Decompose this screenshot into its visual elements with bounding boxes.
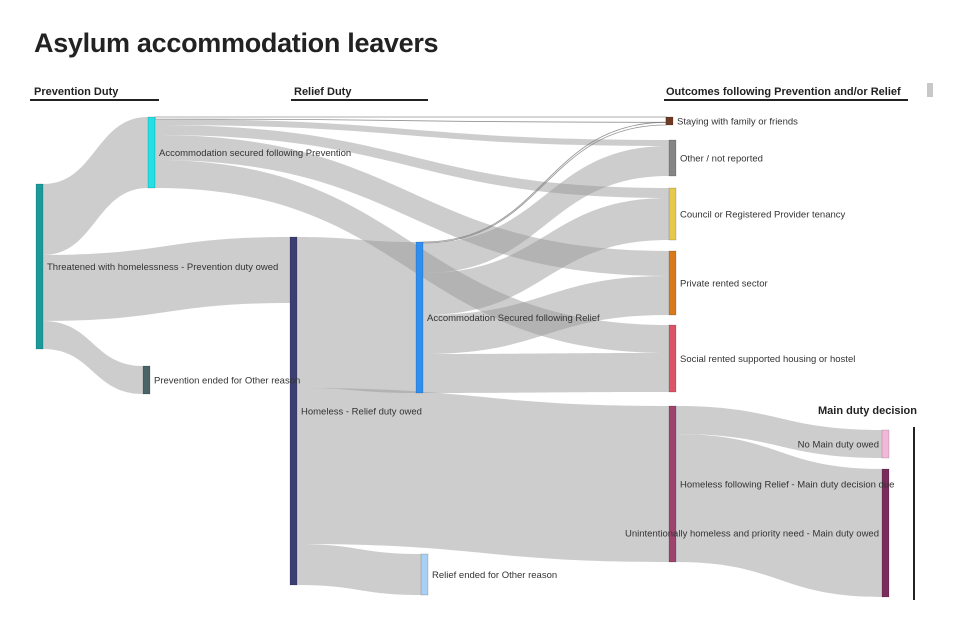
header-underline — [30, 99, 159, 101]
page-title: Asylum accommodation leavers — [34, 28, 439, 58]
sankey-link-E-J[interactable] — [423, 276, 669, 354]
sankey-node-E[interactable] — [415, 241, 424, 394]
sankey-link-D-L[interactable] — [297, 388, 669, 562]
sankey-node-label: Private rented sector — [680, 279, 768, 290]
sankey-node-K[interactable] — [668, 324, 677, 393]
sankey-labels: Threatened with homelessness - Preventio… — [47, 117, 894, 582]
sankey-node-label: Threatened with homelessness - Preventio… — [47, 262, 278, 273]
sankey-link-D-F[interactable] — [297, 544, 421, 595]
sankey-node-label: Relief ended for Other reason — [432, 570, 557, 581]
sankey-node-label: Staying with family or friends — [677, 117, 798, 128]
header-underline — [291, 99, 428, 101]
sankey-link-A-D[interactable] — [43, 237, 290, 321]
sankey-link-E-I[interactable] — [423, 198, 669, 315]
sankey-node-A[interactable] — [35, 183, 44, 350]
sankey-node-D[interactable] — [289, 236, 298, 586]
sankey-link-A-B[interactable] — [43, 117, 148, 255]
sankey-node-label: Other / not reported — [680, 154, 763, 165]
column-header-outcomes: Outcomes following Prevention and/or Rel… — [666, 86, 901, 98]
scrollbar-thumb[interactable] — [927, 83, 933, 97]
sankey-link-L-N[interactable] — [676, 434, 882, 597]
sankey-node-N[interactable] — [881, 468, 890, 598]
sankey-node-M[interactable] — [881, 429, 890, 459]
sankey-node-F[interactable] — [420, 553, 429, 596]
sankey-link-B-I[interactable] — [155, 125, 669, 198]
sankey-link-L-M[interactable] — [676, 406, 882, 458]
header-underline — [664, 99, 908, 101]
sankey-node-label: Social rented supported housing or hoste… — [680, 354, 855, 365]
sankey-link-E-H[interactable] — [423, 146, 669, 273]
sankey-nodes — [35, 116, 890, 598]
sankey-link-E-K[interactable] — [423, 353, 669, 393]
sankey-node-label: Prevention ended for Other reason — [154, 376, 300, 387]
column-header-prevention: Prevention Duty — [34, 86, 119, 98]
sankey-node-label: No Main duty owed — [798, 440, 879, 451]
sankey-node-label: Unintentionally homeless and priority ne… — [625, 529, 879, 540]
sankey-link-A-C[interactable] — [43, 321, 143, 394]
sankey-node-label: Accommodation Secured following Relief — [427, 313, 600, 324]
main-duty-bracket-line — [913, 427, 915, 600]
column-header-main-duty: Main duty decision — [817, 405, 917, 417]
sankey-node-B[interactable] — [147, 116, 156, 189]
sankey-node-label: Council or Registered Provider tenancy — [680, 210, 846, 221]
sankey-node-H[interactable] — [668, 139, 677, 177]
sankey-link-B-H[interactable] — [155, 119, 669, 146]
sankey-links — [43, 116, 882, 597]
sankey-link-D-E[interactable] — [297, 237, 416, 393]
sankey-node-I[interactable] — [668, 187, 677, 241]
sankey-node-C[interactable] — [142, 365, 151, 395]
sankey-link-B-J[interactable] — [155, 135, 669, 276]
sankey-node-L[interactable] — [668, 405, 677, 563]
sankey-link-B-K[interactable] — [155, 160, 669, 353]
sankey-node-label: Homeless - Relief duty owed — [301, 407, 422, 418]
sankey-node-G[interactable] — [665, 116, 674, 126]
sankey-node-J[interactable] — [668, 250, 677, 316]
sankey-node-label: Homeless following Relief - Main duty de… — [680, 480, 894, 491]
sankey-node-label: Accommodation secured following Preventi… — [159, 148, 351, 159]
column-header-relief: Relief Duty — [294, 86, 352, 98]
